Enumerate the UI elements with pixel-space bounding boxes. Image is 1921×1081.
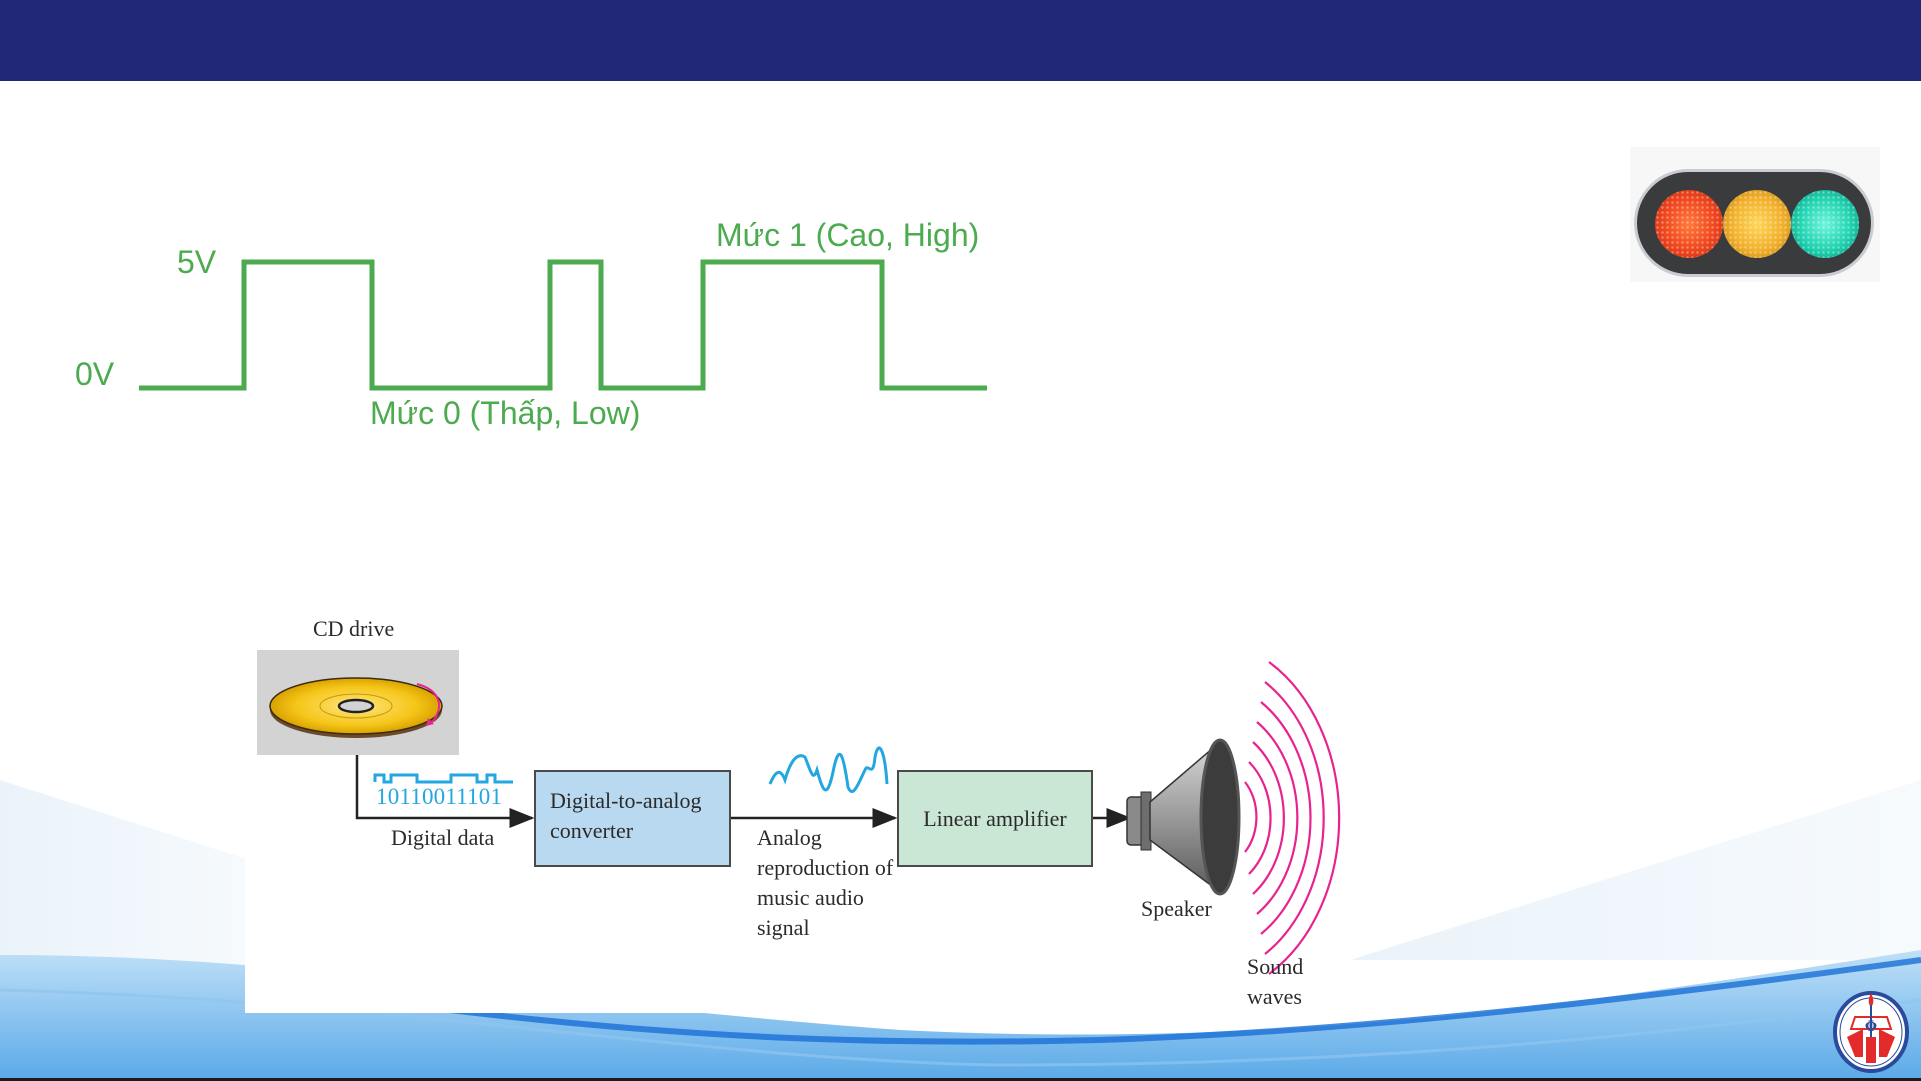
traffic-light-image (1630, 147, 1880, 282)
bottom-border (0, 1078, 1921, 1081)
university-logo-icon: Φ (1833, 991, 1909, 1073)
analog-wave-icon (768, 746, 889, 794)
cd-audio-block-diagram: CD drive 10110011101 Digital data Digita… (245, 612, 1353, 1013)
dac-label-line2: converter (550, 818, 634, 843)
digital-data-label: Digital data (391, 825, 495, 850)
sound-waves-icon (1244, 661, 1341, 975)
cd-drive-label: CD drive (313, 616, 395, 641)
traffic-light-housing (1634, 169, 1874, 277)
bits-square-wave (373, 773, 513, 784)
yellow-lamp-icon (1723, 190, 1791, 258)
green-lamp-icon (1791, 190, 1859, 258)
digital-data-arrow (355, 755, 535, 828)
label-level-0: Mức 0 (Thấp, Low) (370, 395, 641, 431)
label-level-1: Mức 1 (Cao, High) (716, 217, 980, 253)
dac-label-line1: Digital-to-analog (550, 788, 702, 813)
label-0v: 0V (75, 356, 115, 392)
square-wave-line (139, 259, 987, 391)
speaker-icon (1126, 738, 1241, 896)
amplifier-label: Linear amplifier (923, 805, 1067, 831)
speaker-label: Speaker (1141, 896, 1212, 921)
red-lamp-icon (1655, 190, 1723, 258)
linear-amplifier-block: Linear amplifier (897, 770, 1093, 867)
logo-symbol: Φ (1865, 1019, 1877, 1035)
header-bar (0, 0, 1921, 81)
label-5v: 5V (177, 244, 217, 280)
cd-disc-icon (269, 677, 443, 738)
diagram-connectors (257, 650, 1341, 975)
binary-bits-label: 10110011101 (376, 784, 503, 809)
sound-waves-label: Sound waves (1247, 954, 1304, 1009)
analog-signal-label: Analog reproduction of music audio signa… (757, 825, 894, 940)
dac-block: Digital-to-analog converter (534, 770, 731, 867)
